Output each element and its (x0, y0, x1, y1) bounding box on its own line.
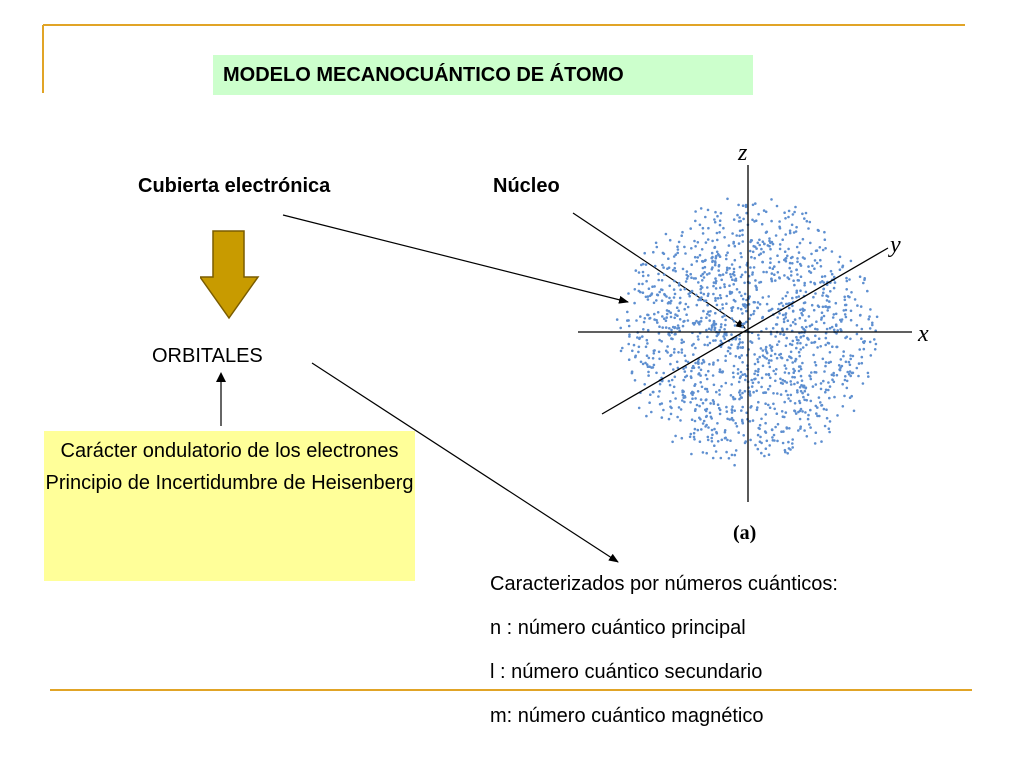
nucleus-label: Núcleo (493, 175, 560, 197)
magnetic-quantum-number: m: número cuántico magnético (490, 705, 764, 727)
shell-arrow (282, 214, 629, 304)
uncertainty-principle-text: Principio de Incertidumbre de Heisenberg (45, 472, 414, 494)
orbitals-arrow (311, 362, 619, 563)
wave-uncertainty-note: Carácter ondulatorio de los electrones P… (44, 431, 415, 581)
down-arrow-icon (200, 230, 260, 320)
up-arrow-icon (216, 372, 226, 426)
electron-cloud-figure: z x y (578, 140, 929, 502)
x-axis-label: x (917, 321, 929, 347)
y-axis-label: y (888, 232, 901, 258)
z-axis-label: z (737, 140, 748, 166)
wave-nature-text: Carácter ondulatorio de los electrones (60, 440, 399, 462)
orbitals-label: ORBITALES (152, 345, 263, 367)
secondary-quantum-number: l : número cuántico secundario (490, 661, 763, 683)
electron-probability-dots (615, 197, 879, 467)
nucleus-arrow (572, 212, 746, 329)
principal-quantum-number: n : número cuántico principal (490, 617, 746, 639)
quantum-numbers-list: Caracterizados por números cuánticos: n … (490, 570, 838, 746)
slide-title: MODELO MECANOCUÁNTICO DE ÁTOMO (213, 55, 753, 95)
y-axis (601, 247, 889, 415)
quantum-heading: Caracterizados por números cuánticos: (490, 573, 838, 595)
electron-shell-label: Cubierta electrónica (138, 175, 331, 197)
figure-caption: (a) (733, 522, 757, 544)
